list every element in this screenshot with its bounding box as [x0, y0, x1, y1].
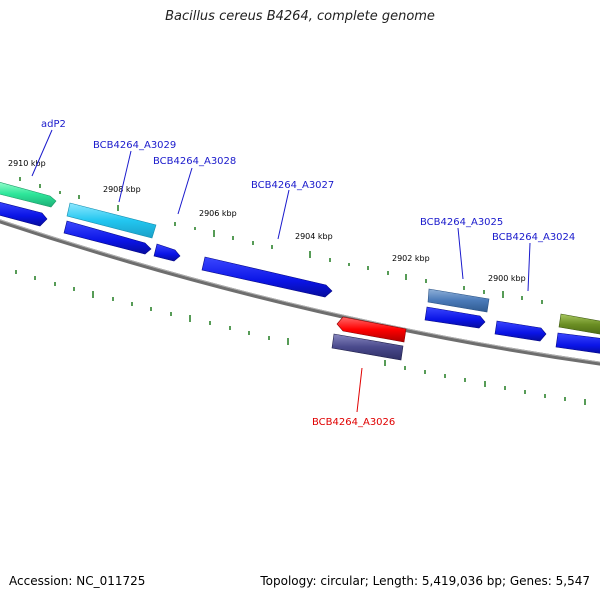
feature-bcb4264-a3026[interactable] — [336, 316, 407, 343]
gene-label-a3029[interactable]: BCB4264_A3029 — [93, 140, 176, 151]
cds-forward-3[interactable] — [153, 243, 181, 262]
cds-forward-5[interactable] — [424, 306, 486, 329]
page-title: Bacillus cereus B4264, complete genome — [165, 9, 435, 24]
upper-tick-track — [19, 177, 543, 304]
gene-label-a3028[interactable]: BCB4264_A3028 — [153, 156, 236, 167]
scale-label-2906: 2906 kbp — [199, 209, 237, 218]
feature-olive[interactable] — [558, 313, 600, 335]
scale-label-2902: 2902 kbp — [392, 254, 430, 263]
feature-bcb4264-a3029[interactable] — [66, 202, 157, 239]
gene-label-a3026[interactable]: BCB4264_A3026 — [312, 417, 395, 428]
feature-adp2[interactable] — [0, 181, 57, 208]
cds-reverse-purple[interactable] — [331, 333, 404, 361]
lower-tick-track — [15, 270, 586, 405]
cds-forward-4[interactable] — [201, 256, 333, 298]
cds-forward-7[interactable] — [555, 332, 600, 354]
gene-label-a3024[interactable]: BCB4264_A3024 — [492, 232, 575, 243]
accession-text: Accession: NC_011725 — [9, 574, 146, 588]
gene-label-a3027[interactable]: BCB4264_A3027 — [251, 180, 334, 191]
scale-label-2904: 2904 kbp — [295, 232, 333, 241]
genome-backbone — [0, 219, 600, 366]
feature-bcb4264-a3025[interactable] — [427, 288, 490, 313]
scale-label-2900: 2900 kbp — [488, 274, 526, 283]
scale-label-2910: 2910 kbp — [8, 159, 46, 168]
forward-cds-track — [0, 201, 600, 354]
cds-forward-1[interactable] — [0, 201, 48, 227]
gene-label-adp2[interactable]: adP2 — [41, 119, 66, 130]
label-leaders — [31, 129, 531, 413]
gene-labels: adP2 BCB4264_A3029 BCB4264_A3028 BCB4264… — [41, 119, 575, 428]
cds-forward-6[interactable] — [494, 320, 547, 342]
gene-label-a3025[interactable]: BCB4264_A3025 — [420, 217, 503, 228]
genome-backbone-highlight — [0, 219, 600, 363]
cds-forward-2[interactable] — [63, 220, 152, 255]
genome-summary-text: Topology: circular; Length: 5,419,036 bp… — [260, 574, 590, 588]
